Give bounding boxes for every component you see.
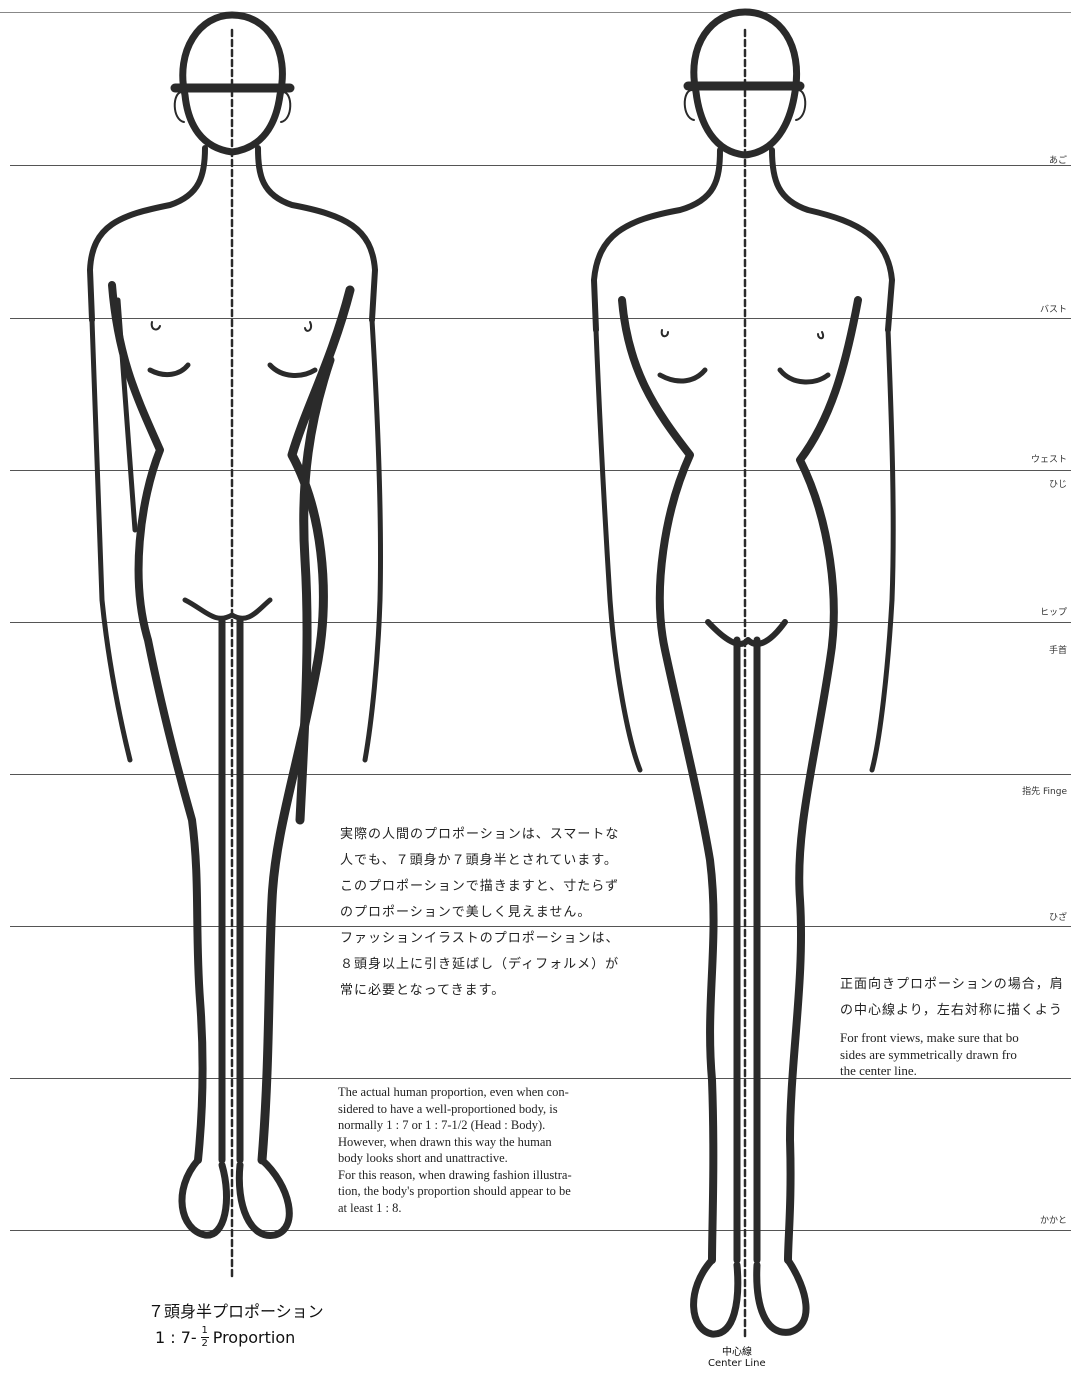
right-bust-right bbox=[780, 370, 828, 382]
left-en-line: body looks short and unattractive. bbox=[338, 1150, 638, 1167]
left-bust-right bbox=[270, 365, 315, 375]
right-neck-shoulders-left bbox=[594, 150, 720, 330]
right-bust-left bbox=[660, 370, 705, 381]
fraction-numerator: 1 bbox=[202, 1326, 208, 1336]
right-en-line: For front views, make sure that bo bbox=[840, 1030, 1071, 1047]
left-jp-paragraph: 実際の人間のプロポーションは、スマートな 人でも、７頭身か７頭身半とされています… bbox=[340, 822, 619, 1004]
caption-proportion-word: Proportion bbox=[213, 1328, 296, 1347]
left-jp-line: のプロポーションで美しく見えません。 bbox=[340, 900, 619, 926]
left-caption-jp: ７頭身半プロポーション bbox=[148, 1298, 324, 1322]
left-foot-left bbox=[182, 1160, 227, 1235]
left-pelvis bbox=[185, 600, 270, 618]
right-jp-line: の中心線より，左右対称に描くよう bbox=[840, 998, 1071, 1024]
right-jp-line: 正面向きプロポーションの場合，肩 bbox=[840, 972, 1071, 998]
left-en-line: at least 1 : 8. bbox=[338, 1200, 638, 1217]
left-jp-line: ファッションイラストのプロポーションは、 bbox=[340, 926, 619, 952]
right-nipple-right bbox=[818, 332, 823, 338]
center-line-label-en: Center Line bbox=[708, 1358, 766, 1369]
left-jp-line: 常に必要となってきます。 bbox=[340, 978, 619, 1004]
right-torso-right bbox=[788, 300, 858, 1260]
right-pelvis bbox=[708, 622, 785, 644]
right-en-line: sides are symmetrically drawn fro bbox=[840, 1047, 1071, 1064]
left-neck-shoulders-right bbox=[258, 148, 375, 320]
right-ear-left bbox=[685, 90, 694, 120]
right-arm-right bbox=[872, 330, 893, 770]
right-foot-right bbox=[757, 1260, 806, 1332]
left-arm-right bbox=[365, 320, 381, 760]
left-en-paragraph: The actual human proportion, even when c… bbox=[338, 1084, 638, 1216]
left-jp-line: ８頭身以上に引き延ばし（ディフォルメ）が bbox=[340, 952, 619, 978]
right-en-line: the center line. bbox=[840, 1063, 1071, 1080]
caption-ratio-prefix: 1 : 7- bbox=[155, 1328, 197, 1347]
right-en-paragraph: For front views, make sure that bo sides… bbox=[840, 1030, 1071, 1080]
right-neck-shoulders-right bbox=[772, 150, 892, 330]
left-en-line: sidered to have a well-proportioned body… bbox=[338, 1101, 638, 1118]
left-en-line: For this reason, when drawing fashion il… bbox=[338, 1167, 638, 1184]
right-jp-paragraph: 正面向きプロポーションの場合，肩 の中心線より，左右対称に描くよう bbox=[840, 972, 1071, 1024]
left-en-line: normally 1 : 7 or 1 : 7-1/2 (Head : Body… bbox=[338, 1117, 638, 1134]
caption-fraction: 1 2 bbox=[201, 1326, 209, 1349]
left-caption-en: 1 : 7- 1 2 Proportion bbox=[155, 1326, 295, 1349]
left-foot-right bbox=[239, 1160, 289, 1235]
left-bust-left bbox=[150, 365, 188, 375]
left-jp-line: 実際の人間のプロポーションは、スマートな bbox=[340, 822, 619, 848]
left-neck-shoulders bbox=[90, 148, 205, 320]
left-jp-line: このプロポーションで描きますと、寸たらず bbox=[340, 874, 619, 900]
center-line-label-jp: 中心線 bbox=[722, 1343, 752, 1358]
right-figure bbox=[594, 12, 893, 1340]
left-figure bbox=[90, 15, 381, 1280]
right-nipple-left bbox=[662, 330, 668, 336]
left-arm-left-inner bbox=[118, 300, 135, 530]
left-nipple-left bbox=[152, 322, 160, 329]
fraction-denominator: 2 bbox=[202, 1339, 208, 1349]
left-nipple-right bbox=[305, 322, 311, 331]
right-arm-left bbox=[596, 330, 640, 770]
right-foot-left bbox=[694, 1260, 738, 1334]
left-jp-line: 人でも、７頭身か７頭身半とされています。 bbox=[340, 848, 619, 874]
left-en-line: However, when drawn this way the human bbox=[338, 1134, 638, 1151]
left-en-line: tion, the body's proportion should appea… bbox=[338, 1183, 638, 1200]
left-en-line: The actual human proportion, even when c… bbox=[338, 1084, 638, 1101]
